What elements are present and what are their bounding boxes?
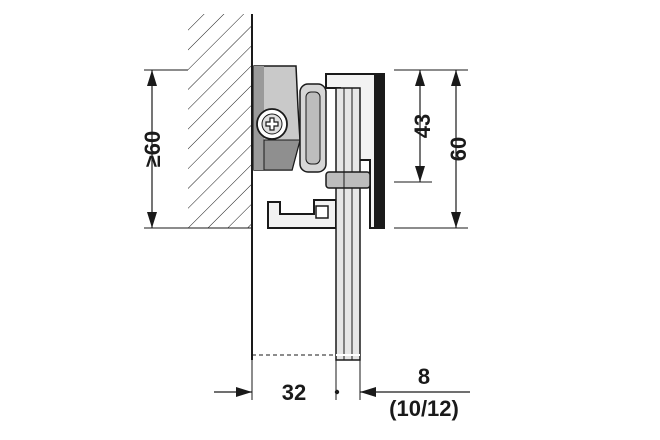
label-glass-thickness-alt: (10/12) <box>389 396 459 421</box>
dimension-glass-thickness: 8 (10/12) <box>359 360 470 421</box>
glass-panel <box>335 87 361 361</box>
screw-icon <box>256 108 288 140</box>
dimension-width-32: 32 <box>214 360 340 405</box>
dimension-height-60: 60 <box>394 70 471 229</box>
label-width-32: 32 <box>282 380 306 405</box>
dimension-height-min: ≥60 <box>140 69 188 229</box>
roller-carriage <box>299 83 327 173</box>
label-height-min: ≥60 <box>140 131 165 168</box>
ceiling-section <box>188 14 253 360</box>
dimension-height-43: 43 <box>394 69 468 183</box>
label-glass-thickness: 8 <box>418 364 430 389</box>
glass-clamp-profile <box>267 199 337 229</box>
label-height-60: 60 <box>446 137 471 161</box>
clamp-bolt <box>325 171 371 189</box>
label-height-43: 43 <box>410 114 435 138</box>
